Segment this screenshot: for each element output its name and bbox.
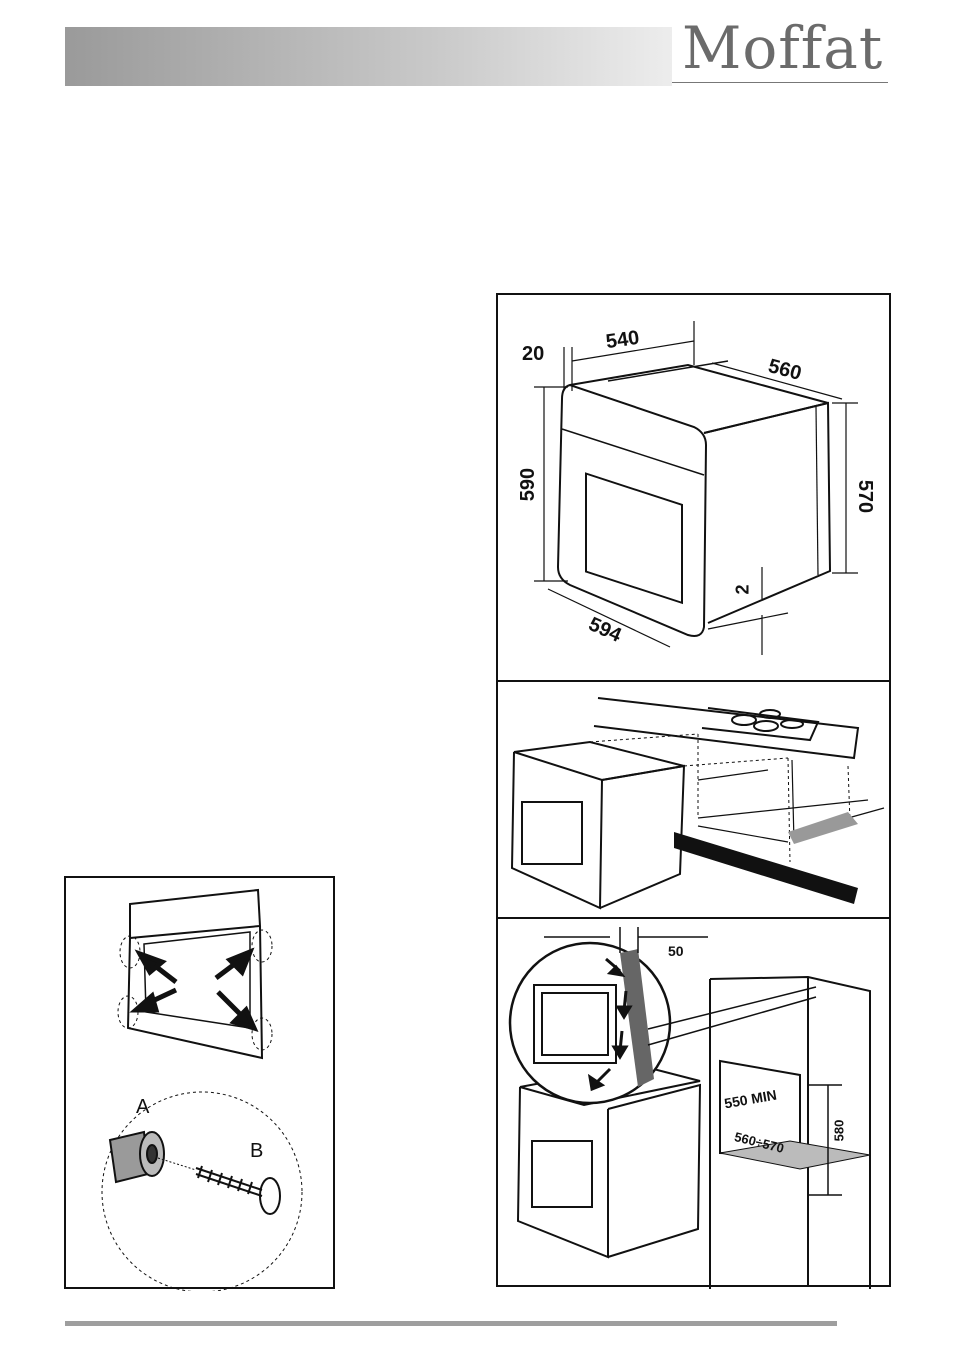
fixing-drawing: [66, 878, 337, 1291]
footer-bar: [65, 1321, 837, 1326]
brand-logo: Moffat: [682, 14, 883, 82]
fixing-figure: A B: [64, 876, 335, 1289]
installation-drawing: [498, 682, 893, 921]
oven-dimension-drawing: [498, 295, 893, 684]
dim-20-label: 20: [522, 343, 544, 366]
recess-figure: 50 550 MIN 580 560÷570: [496, 917, 891, 1287]
installation-figure: [496, 680, 891, 919]
part-b-label: B: [250, 1140, 263, 1163]
dimensions-figure: 20 540 560 590 570 2 594: [496, 293, 891, 682]
dim-2-label: 2: [733, 584, 754, 594]
dim-540-label: 540: [605, 327, 641, 354]
recess-height-label: 580: [831, 1120, 846, 1142]
dim-570-label: 570: [853, 480, 876, 513]
ventilation-gap-label: 50: [668, 943, 684, 959]
dim-590-label: 590: [517, 468, 540, 501]
recess-drawing: [498, 919, 893, 1289]
brand-underline: [672, 82, 888, 83]
part-a-label: A: [136, 1096, 149, 1119]
